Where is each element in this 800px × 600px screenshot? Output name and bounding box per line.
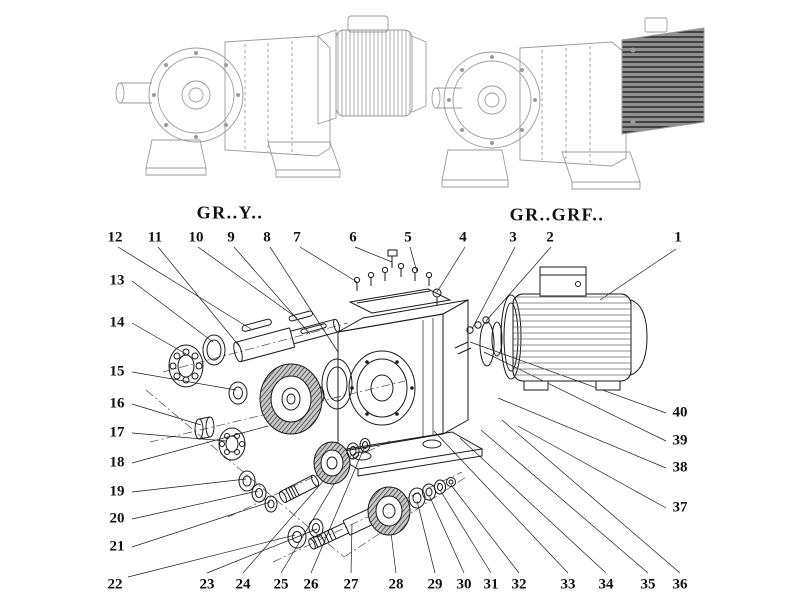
callout-20: 20 [109,510,125,527]
callout-17: 17 [109,424,125,441]
bolt-dots-left-view [152,51,240,139]
callout-38: 38 [672,459,688,476]
variant-label-gr-y: GR..Y.. [196,202,264,223]
callout-23: 23 [199,576,215,593]
callout-7: 7 [293,229,301,246]
callout-33: 33 [560,576,576,593]
callout-34: 34 [598,576,614,593]
bore-bolt-dots [350,360,414,416]
callout-29: 29 [427,576,443,593]
callout-37: 37 [672,499,688,516]
callout-25: 25 [273,576,289,593]
callout-27: 27 [343,576,359,593]
output-shaft-group [233,310,340,363]
callout-14: 14 [109,314,125,331]
callout-28: 28 [388,576,404,593]
callout-4: 4 [459,229,467,246]
exploded-view [117,246,681,578]
callout-21: 21 [109,538,125,555]
leader-lines [117,246,681,578]
callout-11: 11 [147,229,163,246]
cover-bolts [353,249,442,305]
assembled-view-gr-grf [431,17,705,190]
callout-16: 16 [109,395,125,412]
intermediate-shaft-group [287,477,456,550]
callout-22: 22 [107,576,123,593]
callout-5: 5 [404,229,412,246]
callout-39: 39 [672,432,688,449]
variant-label-gr-grf: GR..GRF.. [509,204,605,225]
callout-24: 24 [235,576,251,593]
callout-36: 36 [672,576,688,593]
callout-13: 13 [109,272,125,289]
callout-40: 40 [672,404,688,421]
callout-1: 1 [674,229,682,246]
gear-group [238,358,371,513]
callout-2: 2 [546,229,554,246]
bolt-dots-right-view [447,55,537,145]
housing-group [326,249,484,477]
callout-35: 35 [640,576,656,593]
callout-10: 10 [188,229,204,246]
callout-30: 30 [456,576,472,593]
callout-15: 15 [109,363,125,380]
callout-12: 12 [107,229,123,246]
bearing-seal-group [168,334,248,461]
callout-26: 26 [303,576,319,593]
callout-31: 31 [483,576,499,593]
callout-8: 8 [263,229,271,246]
callout-3: 3 [509,229,517,246]
callout-18: 18 [109,454,125,471]
callout-9: 9 [227,229,235,246]
callout-32: 32 [511,576,527,593]
motor-group [454,266,648,391]
callout-19: 19 [109,483,125,500]
callout-6: 6 [349,229,357,246]
assembled-view-gr-y [115,15,427,178]
